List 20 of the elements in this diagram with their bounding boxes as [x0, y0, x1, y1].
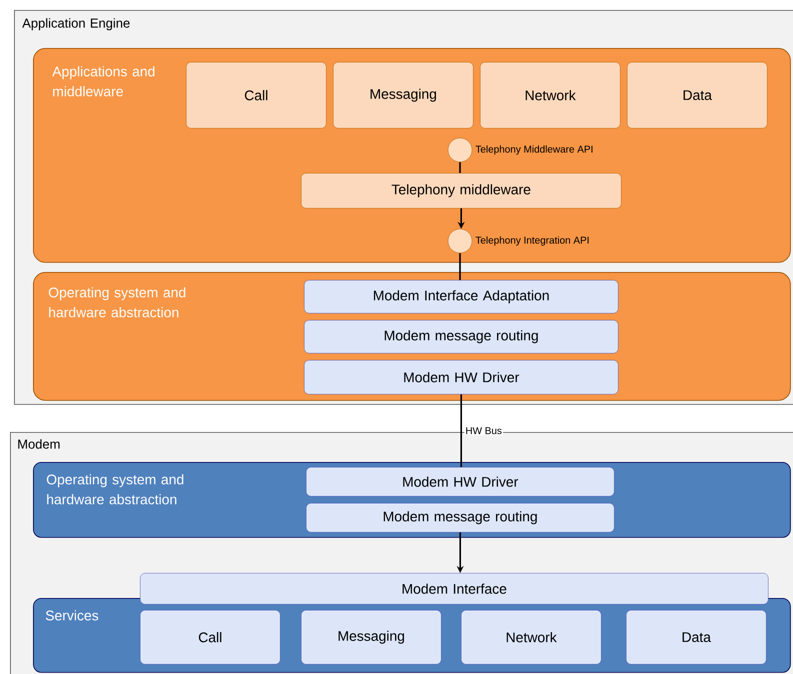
component-box: Modem Interface Adaptation: [304, 280, 618, 314]
component-box: Messaging: [301, 610, 442, 664]
component-box: Modem HW Driver: [306, 467, 614, 496]
component-box: Modem HW Driver: [304, 360, 618, 394]
component-box: Modem message routing: [304, 320, 618, 354]
interface-circle: [448, 138, 472, 162]
component-box: Call: [186, 62, 326, 128]
component-box: Call: [140, 610, 280, 664]
component-box: Telephony middleware: [301, 173, 622, 208]
interface-circle: [448, 228, 472, 254]
component-box: Network: [461, 610, 602, 664]
edge-label: HW Bus: [464, 426, 503, 436]
component-box: Modem Interface: [140, 573, 768, 604]
component-box: Data: [626, 610, 766, 664]
interface-label: Telephony Integration API: [476, 236, 589, 246]
component-box: Messaging: [333, 62, 474, 128]
component-box: Network: [480, 62, 620, 128]
component-box: Modem message routing: [306, 503, 614, 532]
interface-label: Telephony Middleware API: [476, 145, 592, 155]
component-box: Data: [627, 62, 768, 128]
